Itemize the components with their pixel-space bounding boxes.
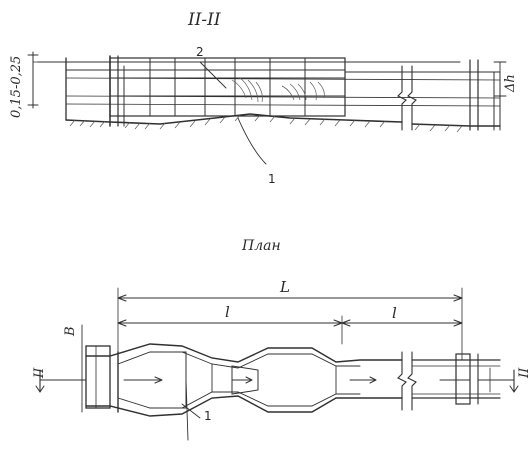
- right-wall: [469, 59, 501, 131]
- section-mark-right-label: II: [517, 367, 530, 379]
- section-view: II-II 0,15-0,25: [9, 10, 518, 186]
- plan-title: План: [241, 238, 281, 254]
- break-lines: [397, 65, 417, 131]
- dimension-l-right-label: l: [392, 304, 397, 322]
- delta-h-label: Δh: [503, 74, 518, 93]
- callout-2-leader: [199, 61, 227, 89]
- plan-callout-leader: [181, 379, 201, 441]
- section-mark-right: [477, 369, 519, 393]
- section-mark-left: [35, 369, 87, 393]
- left-wall: [65, 55, 125, 127]
- section-mark-left-label: II: [32, 367, 47, 379]
- dimension-L-label: L: [279, 278, 290, 296]
- dimension-L: [117, 287, 463, 361]
- dimension-l-left-label: l: [225, 303, 230, 321]
- plan-callout-label: 1: [204, 409, 212, 423]
- width-B-label: B: [63, 326, 78, 337]
- plan-view: План L l l B: [32, 238, 530, 441]
- callout-1-label: 1: [268, 172, 276, 186]
- depth-dimension-label: 0,15-0,25: [9, 56, 24, 118]
- gabion-grid: [109, 57, 346, 117]
- callout-2-label: 2: [196, 45, 204, 59]
- riverbed: [65, 77, 501, 133]
- depth-dimension-line: [27, 51, 67, 109]
- water-surface-lines: [37, 61, 501, 107]
- flow-arrows: [123, 376, 471, 384]
- callout-1-leader: [237, 117, 267, 165]
- section-title: II-II: [187, 10, 221, 30]
- plan-walls: [85, 345, 491, 413]
- dimension-l: [117, 315, 463, 345]
- delta-h-dimension: [493, 61, 507, 97]
